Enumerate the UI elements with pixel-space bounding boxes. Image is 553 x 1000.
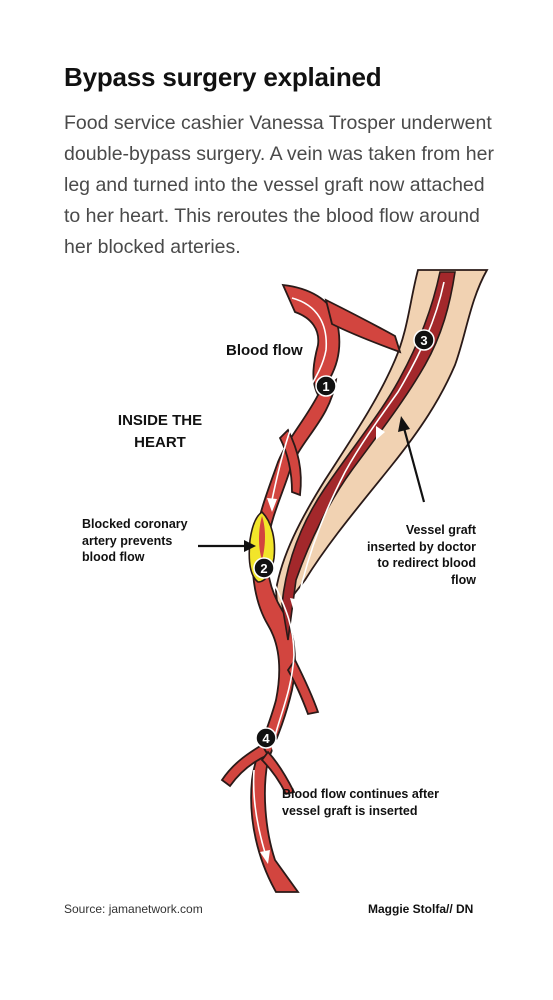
artery-upper-right-branch bbox=[324, 298, 402, 354]
artery-lower-right-branch bbox=[260, 750, 296, 796]
pointer-arrows bbox=[198, 416, 426, 552]
marker-3: 3 bbox=[413, 329, 435, 351]
source-credit: Source: jamanetwork.com bbox=[64, 902, 203, 916]
marker-4: 4 bbox=[255, 727, 277, 749]
blocked-artery-label: Blocked coronary artery prevents blood f… bbox=[82, 517, 188, 564]
artist-credit: Maggie Stolfa// DN bbox=[368, 902, 474, 916]
page-title: Bypass surgery explained bbox=[64, 62, 382, 92]
marker-1: 1 bbox=[315, 375, 337, 397]
artery-side-branch-right bbox=[286, 658, 320, 716]
vessel-graft-label: Vessel graft inserted by doctor to redir… bbox=[366, 523, 476, 587]
svg-text:2: 2 bbox=[260, 561, 267, 576]
flow-continues-label: Blood flow continues after vessel graft … bbox=[282, 787, 439, 818]
svg-text:1: 1 bbox=[322, 379, 329, 394]
svg-text:3: 3 bbox=[420, 333, 427, 348]
inside-heart-label: INSIDE THE HEART bbox=[117, 412, 203, 451]
blood-flow-label: Blood flow bbox=[226, 342, 303, 359]
graft-sheath bbox=[275, 269, 489, 618]
artery-side-branch-left bbox=[220, 743, 270, 788]
svg-text:4: 4 bbox=[262, 731, 270, 746]
marker-2: 2 bbox=[253, 557, 275, 579]
graft-vessel bbox=[281, 271, 456, 641]
blockage-narrowed-lumen bbox=[259, 516, 265, 560]
intro-paragraph: Food service cashier Vanessa Trosper und… bbox=[64, 112, 494, 258]
